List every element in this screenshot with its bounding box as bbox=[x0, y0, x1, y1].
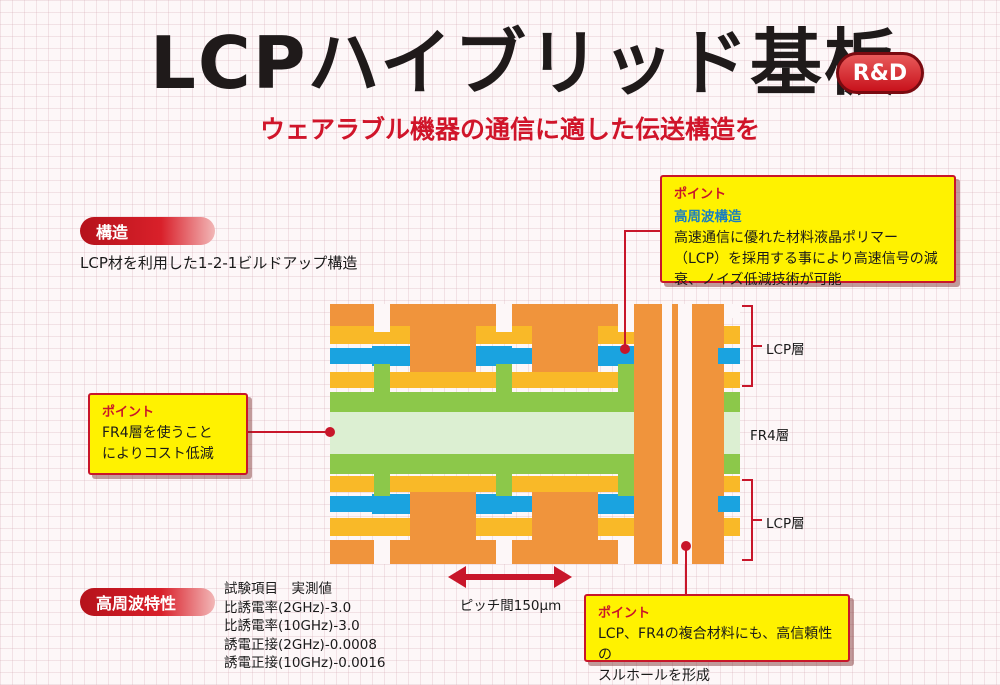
spec-row: 比誘電率(2GHz)-3.0 bbox=[224, 599, 352, 616]
through-hole-plating-r bbox=[672, 304, 678, 564]
via-col-1 bbox=[410, 326, 476, 372]
pitch-arrow-right-head bbox=[554, 566, 572, 588]
callout-line: スルホールを形成 bbox=[598, 668, 710, 684]
callout-line: LCP、FR4の複合材料にも、高信頼性の bbox=[598, 626, 833, 663]
leader-middle-left-dot bbox=[325, 427, 335, 437]
callout-body: LCP、FR4の複合材料にも、高信頼性の スルホールを形成 bbox=[598, 624, 836, 685]
blue-pad-b bbox=[476, 346, 512, 366]
right-stack-blue-bot bbox=[718, 496, 740, 512]
page-title: LCPハイブリッド基板 bbox=[150, 21, 899, 105]
callout-body: 高速通信に優れた材料液晶ポリマー （LCP）を採用する事により高速信号の減 衰、… bbox=[674, 228, 942, 291]
via-col-3 bbox=[410, 492, 476, 540]
leader-top-right-v bbox=[624, 230, 626, 348]
blue-pad-a bbox=[372, 346, 410, 366]
leader-top-right-h bbox=[624, 230, 660, 232]
clearance-6 bbox=[618, 536, 634, 564]
green-plug-1 bbox=[374, 364, 390, 392]
bracket-lcp-top bbox=[742, 305, 762, 387]
characteristics-section-label: 高周波特性 bbox=[80, 588, 215, 616]
pitch-arrow-shaft bbox=[462, 574, 560, 580]
layer-label-lcp-bottom: LCP層 bbox=[766, 516, 805, 532]
green-plug-2 bbox=[496, 364, 512, 392]
callout-point-label: ポイント bbox=[674, 187, 727, 202]
via-bot-1 bbox=[390, 540, 496, 564]
characteristics-list: 試験項目 実測値 比誘電率(2GHz)-3.0 比誘電率(10GHz)-3.0 … bbox=[224, 580, 386, 673]
via-top-2 bbox=[512, 304, 618, 326]
callout-point-label: ポイント bbox=[102, 405, 155, 420]
layer-label-fr4: FR4層 bbox=[750, 428, 790, 444]
spec-row: 誘電正接(2GHz)-0.0008 bbox=[224, 636, 377, 653]
clearance-2 bbox=[496, 304, 512, 332]
callout-fr4-cost: ポイント FR4層を使うこと によりコスト低減 bbox=[88, 393, 248, 475]
rd-badge: R&D bbox=[836, 52, 924, 94]
via-col-2 bbox=[532, 326, 598, 372]
via-top-1 bbox=[390, 304, 496, 326]
spec-row: 誘電正接(10GHz)-0.0016 bbox=[224, 655, 386, 671]
callout-subtitle: 高周波構造 bbox=[674, 209, 742, 225]
green-plug-3 bbox=[618, 364, 634, 392]
callout-line: 衰、ノイズ低減技術が可能 bbox=[674, 272, 842, 288]
clearance-4 bbox=[496, 536, 512, 564]
through-hole-left-wall bbox=[634, 304, 656, 564]
blue-pad-e bbox=[476, 494, 512, 514]
clearance-3 bbox=[374, 536, 390, 564]
page-subtitle: ウェアラブル機器の通信に適した伝送構造を bbox=[259, 115, 760, 144]
green-plug-5 bbox=[496, 474, 512, 496]
leader-top-right-dot bbox=[620, 344, 630, 354]
callout-high-frequency: ポイント 高周波構造 高速通信に優れた材料液晶ポリマー （LCP）を採用する事に… bbox=[660, 175, 956, 288]
clearance-5 bbox=[618, 304, 634, 332]
through-hole-plating-l bbox=[656, 304, 662, 564]
via-gap-1 bbox=[678, 304, 692, 564]
via-bot-left bbox=[330, 540, 374, 564]
callout-point-label: ポイント bbox=[598, 606, 651, 621]
callout-line: （LCP）を採用する事により高速信号の減 bbox=[674, 251, 938, 267]
layer-label-lcp-top: LCP層 bbox=[766, 342, 805, 358]
via-top-left bbox=[330, 304, 374, 326]
structure-section-label: 構造 bbox=[80, 217, 215, 245]
via-gap-2 bbox=[724, 304, 740, 318]
leader-middle-left-h bbox=[248, 431, 330, 433]
through-hole-right-wall bbox=[692, 304, 724, 564]
structure-description: LCP材を利用した1-2-1ビルドアップ構造 bbox=[80, 254, 358, 272]
leader-bottom-right-dot bbox=[681, 541, 691, 551]
spec-row: 試験項目 実測値 bbox=[224, 581, 332, 597]
green-plug-4 bbox=[374, 474, 390, 496]
pitch-arrow-left-head bbox=[448, 566, 466, 588]
blue-pad-f bbox=[598, 494, 634, 514]
bracket-lcp-bottom bbox=[742, 479, 762, 561]
spec-row: 比誘電率(10GHz)-3.0 bbox=[224, 618, 360, 634]
green-plug-6 bbox=[618, 474, 634, 496]
callout-body: FR4層を使うこと によりコスト低減 bbox=[102, 423, 234, 465]
callout-through-hole: ポイント LCP、FR4の複合材料にも、高信頼性の スルホールを形成 bbox=[584, 594, 850, 684]
via-bot-2 bbox=[512, 540, 618, 564]
callout-line: FR4層を使うこと bbox=[102, 425, 213, 441]
blue-pad-d bbox=[372, 494, 410, 514]
right-stack-blue-top bbox=[718, 348, 740, 364]
right-stack-core bbox=[724, 412, 740, 454]
callout-line: 高速通信に優れた材料液晶ポリマー bbox=[674, 230, 898, 246]
leader-bottom-right-v bbox=[685, 546, 687, 594]
pitch-label: ピッチ間150μm bbox=[459, 598, 562, 614]
clearance-1 bbox=[374, 304, 390, 332]
callout-line: によりコスト低減 bbox=[102, 446, 214, 462]
via-col-4 bbox=[532, 492, 598, 540]
